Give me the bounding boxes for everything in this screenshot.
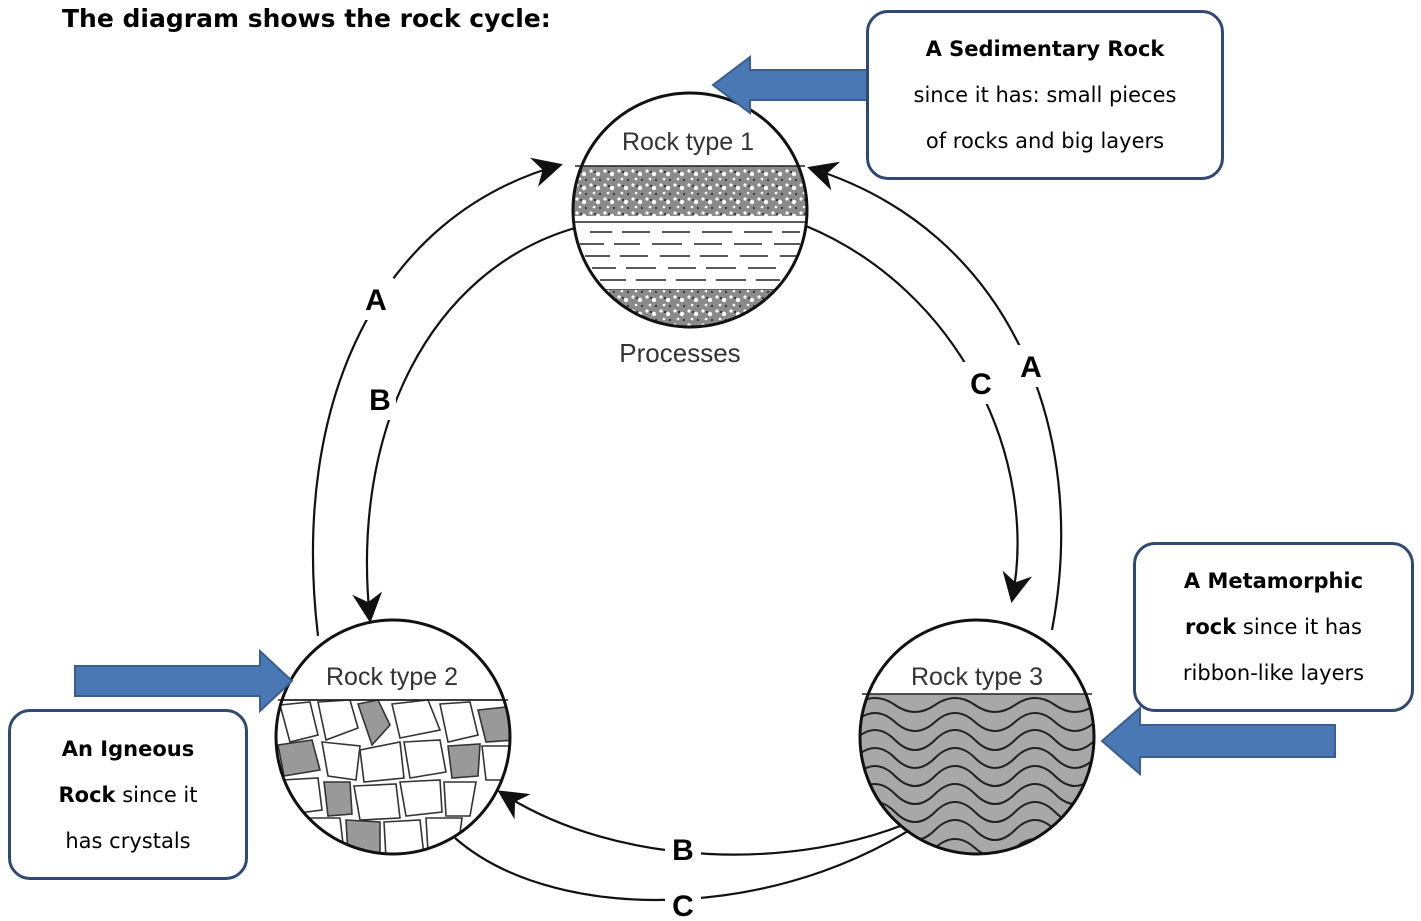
arrow-a-left-outer <box>311 157 563 637</box>
label-b-bottom: B <box>672 834 694 867</box>
callout-metamorphic-line3: ribbon-like layers <box>1182 661 1365 685</box>
callout-igneous-rest2: since it <box>115 782 198 807</box>
callout-metamorphic-bold2: rock <box>1185 615 1237 639</box>
arrow-b-left-inner <box>352 226 576 623</box>
callout-metamorphic-title: A Metamorphic <box>1183 569 1364 593</box>
callout-igneous-line3: has crystals <box>65 828 191 853</box>
rock-type-1-label: Rock type 1 <box>622 128 754 156</box>
callout-sedimentary-line3: of rocks and big layers <box>925 129 1165 153</box>
label-b-left: B <box>369 384 391 417</box>
pointer-arrow-sedimentary <box>711 54 869 116</box>
process-labels: A B C A B C <box>360 278 1047 921</box>
rock-type-3: Rock type 3 <box>858 618 1096 856</box>
arrow-c-right-inner <box>805 224 1032 603</box>
callout-sedimentary-title: A Sedimentary Rock <box>925 37 1165 61</box>
pointer-arrow-igneous <box>74 648 294 714</box>
arrow-b-bottom-inner <box>497 790 916 856</box>
rock-type-1: Rock type 1 <box>571 91 809 329</box>
callout-igneous-bold2: Rock <box>58 782 116 807</box>
page-title: The diagram shows the rock cycle: <box>62 4 551 33</box>
callout-sedimentary-line2: since it has: small pieces <box>913 83 1177 107</box>
callout-sedimentary: A Sedimentary Rock since it has: small p… <box>866 10 1224 180</box>
callout-metamorphic-rest2: since it has <box>1236 615 1362 639</box>
rock-type-3-label: Rock type 3 <box>911 663 1043 691</box>
label-c-bottom: C <box>672 890 694 921</box>
callout-igneous: An Igneous Rock since it has crystals <box>8 709 248 880</box>
pointer-arrow-metamorphic <box>1100 705 1336 777</box>
arrow-a-right-outer <box>807 161 1063 631</box>
rock-type-2-label: Rock type 2 <box>326 663 458 691</box>
callout-metamorphic: A Metamorphic rock since it has ribbon-l… <box>1133 542 1414 712</box>
label-a-left: A <box>365 284 387 317</box>
label-c-right: C <box>970 368 992 401</box>
center-label: Processes <box>619 338 740 368</box>
pointer-arrows <box>74 54 1336 777</box>
label-a-right: A <box>1020 351 1042 384</box>
callout-igneous-title: An Igneous <box>61 736 195 761</box>
rock-type-2: Rock type 2 <box>274 618 512 856</box>
